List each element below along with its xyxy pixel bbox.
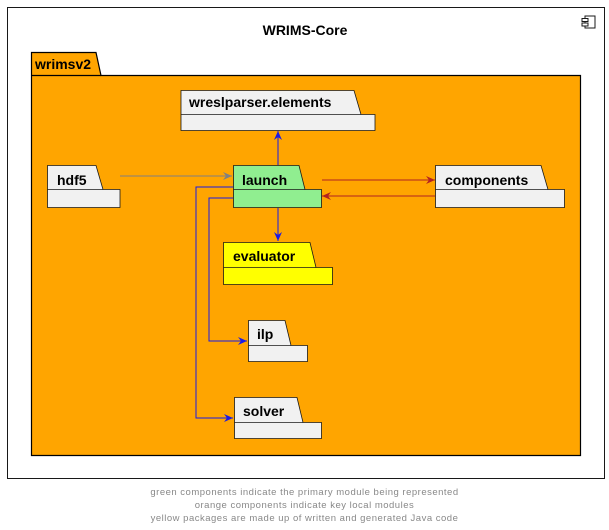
edge-launch-to-solver — [195, 186, 233, 422]
node-label-evaluator: evaluator — [233, 248, 296, 264]
node-label-ilp: ilp — [257, 326, 273, 342]
package-ilp: ilp — [248, 320, 308, 362]
node-label-solver: solver — [243, 403, 285, 419]
legend-line-yellow: yellow packages are made up of written a… — [150, 513, 459, 524]
node-label-hdf5: hdf5 — [57, 172, 87, 188]
package-launch: launch — [233, 165, 322, 208]
legend-line-orange: orange components indicate key local mod… — [194, 500, 415, 511]
package-hdf5: hdf5 — [47, 165, 121, 208]
package-solver: solver — [234, 397, 322, 439]
node-label-wreslparser: wreslparser.elements — [188, 94, 332, 110]
package-evaluator: evaluator — [223, 242, 333, 285]
component-title: WRIMS-Core — [263, 22, 348, 38]
package-label: wrimsv2 — [34, 56, 91, 72]
package-wreslparser-elements: wreslparser.elements — [180, 90, 376, 131]
node-label-components: components — [445, 172, 528, 188]
legend-line-green: green components indicate the primary mo… — [150, 487, 459, 498]
edge-launch-to-ilp — [208, 197, 247, 345]
edges — [120, 131, 435, 422]
package-components: components — [435, 165, 565, 208]
component-icon — [581, 15, 596, 29]
node-label-launch: launch — [242, 172, 287, 188]
